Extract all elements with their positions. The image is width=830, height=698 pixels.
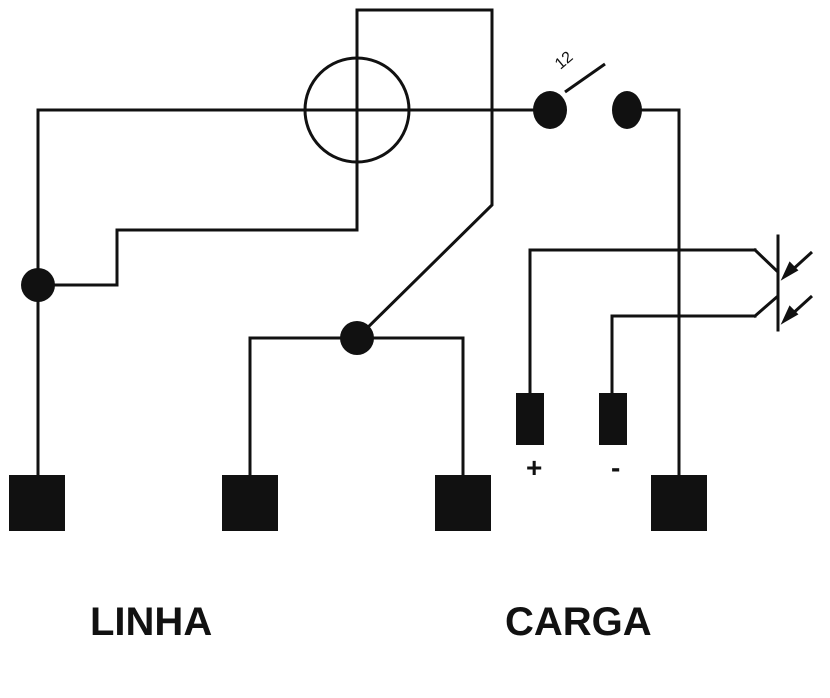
junction-node-center [340,321,374,355]
line-label: LINHA [90,600,213,644]
switch-contact-left [533,91,567,129]
meter-icon [303,56,411,164]
plus-label: + [526,452,543,483]
terminal-load-1 [435,475,491,531]
line-photocell-minus [610,314,757,422]
photocell-body [752,247,780,319]
terminal-line-1 [9,475,65,531]
terminal-load-2 [651,475,707,531]
line-center-bridge [248,336,465,502]
line-meter-branch [36,8,494,341]
junction-node-left [21,268,55,302]
switch-contact-right [612,91,642,129]
minus-label: - [611,452,621,483]
load-label: CARGA [505,600,652,644]
line-photocell-plus [528,248,757,422]
switch-lever-icon [564,62,606,94]
terminal-minus [599,393,627,445]
light-arrows-icon [780,250,814,325]
terminal-line-2 [222,475,278,531]
line-switch-to-load [625,108,681,502]
terminal-plus [516,393,544,445]
